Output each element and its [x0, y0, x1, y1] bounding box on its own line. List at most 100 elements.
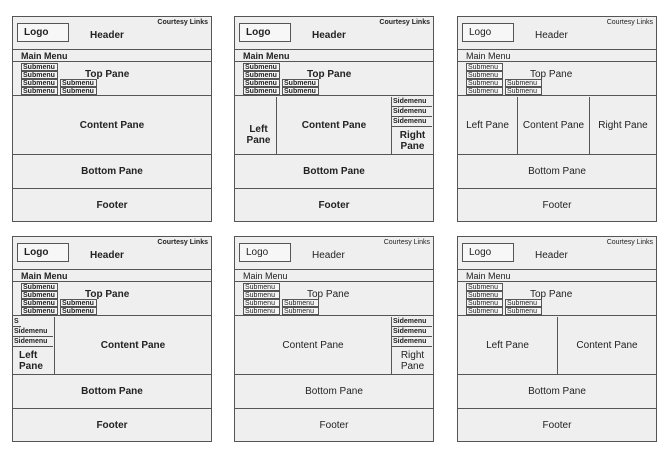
submenu-item: Submenu — [505, 87, 542, 95]
main-menu: Main Menu — [458, 50, 656, 62]
bottom-pane: Bottom Pane — [458, 375, 656, 409]
left-pane: Left Pane — [235, 97, 277, 155]
submenu-item: Submenu — [282, 87, 319, 95]
main-menu: Main Menu — [235, 50, 433, 62]
sidemenu-item: Sidemenu — [392, 97, 432, 107]
right-pane: Right Pane — [399, 129, 426, 152]
submenu-item: Submenu — [21, 299, 58, 307]
header-label: Header — [312, 30, 346, 41]
submenu-item: Submenu — [466, 79, 503, 87]
submenu-item: Submenu — [21, 307, 58, 315]
courtesy-links: Courtesy Links — [379, 19, 430, 26]
submenu-item: Submenu — [21, 71, 58, 79]
main-menu: Main Menu — [458, 270, 656, 282]
header-label: Header — [535, 250, 568, 261]
main-menu: Main Menu — [13, 270, 211, 282]
logo-box: Logo — [239, 243, 291, 262]
right-pane: Right Pane — [400, 349, 425, 372]
header-region: Logo Header Courtesy Links — [13, 17, 211, 50]
footer: Footer — [542, 419, 572, 431]
main-menu: Main Menu — [13, 50, 211, 62]
submenu-item: Submenu — [21, 79, 58, 87]
logo-box: Logo — [17, 23, 69, 42]
submenu-item: Submenu — [505, 307, 542, 315]
submenu-item: Submenu — [466, 299, 503, 307]
submenu-item: Submenu — [21, 63, 58, 71]
bottom-pane: Bottom Pane — [13, 155, 211, 189]
submenu-item: Submenu — [243, 291, 280, 299]
header-label: Header — [90, 250, 124, 261]
header-region: Logo Header Courtesy Links — [458, 17, 656, 50]
wireframe-1: Logo Header Courtesy Links Main Menu Sub… — [12, 16, 212, 222]
submenu-item: Submenu — [505, 299, 542, 307]
courtesy-links: Courtesy Links — [606, 239, 653, 246]
courtesy-links: Courtesy Links — [157, 239, 208, 246]
footer: Footer — [318, 199, 350, 211]
logo-box: Logo — [239, 23, 291, 42]
submenu-item: Submenu — [466, 307, 503, 315]
submenu-item: Submenu — [466, 63, 503, 71]
sidemenu-item: Sidemenu — [392, 327, 432, 337]
left-pane: Left Pane — [458, 317, 558, 375]
submenu-item: Submenu — [282, 79, 319, 87]
submenu-item: Submenu — [243, 299, 280, 307]
content-pane: Content Pane — [558, 317, 656, 375]
submenu-item: Submenu — [60, 87, 97, 95]
top-pane: Submenu Submenu Submenu Submenu Submenu … — [235, 282, 433, 316]
submenu-item: Submenu — [243, 87, 280, 95]
top-pane-label: Top Pane — [85, 289, 130, 300]
top-pane: Submenu Submenu Submenu Submenu Submenu … — [458, 282, 656, 316]
top-pane: Submenu Submenu Submenu Submenu Submenu … — [13, 282, 211, 316]
content-pane: Content Pane — [277, 97, 391, 155]
wireframe-2: Logo Header Courtesy Links Main Menu Sub… — [234, 16, 434, 222]
sidemenu-item: Sidemenu — [392, 317, 432, 327]
submenu-item: Submenu — [505, 79, 542, 87]
header-label: Header — [312, 250, 345, 261]
right-pane: Right Pane — [590, 97, 656, 155]
footer: Footer — [96, 199, 128, 211]
top-pane: Submenu Submenu Submenu Submenu Submenu … — [458, 62, 656, 96]
top-pane-label: Top Pane — [85, 69, 130, 80]
header-label: Header — [535, 30, 568, 41]
logo-box: Logo — [462, 243, 514, 262]
content-pane: Content Pane — [13, 97, 211, 155]
submenu-item: Submenu — [466, 283, 503, 291]
content-pane: Content Pane — [55, 317, 211, 375]
right-column: Sidemenu Sidemenu Sidemenu Right Pane — [391, 97, 433, 155]
sidemenu-item: Sidemenu — [392, 337, 432, 347]
wireframe-6: Logo Header Courtesy Links Main Menu Sub… — [457, 236, 657, 442]
right-column: Sidemenu Sidemenu Sidemenu Right Pane — [391, 317, 433, 375]
courtesy-links: Courtesy Links — [383, 239, 430, 246]
top-pane: Submenu Submenu Submenu Submenu Submenu … — [13, 62, 211, 96]
sidemenu-item: Sidemenu — [392, 107, 432, 117]
courtesy-links: Courtesy Links — [606, 19, 653, 26]
submenu-item: Submenu — [21, 87, 58, 95]
top-pane-label: Top Pane — [307, 289, 350, 300]
submenu-item: Submenu — [243, 283, 280, 291]
submenu-item: Submenu — [60, 307, 97, 315]
submenu-item: Submenu — [466, 71, 503, 79]
submenu-item: Submenu — [282, 299, 319, 307]
bottom-pane: Bottom Pane — [13, 375, 211, 409]
footer: Footer — [96, 419, 128, 431]
sidemenu-item: S — [13, 317, 21, 327]
left-column: S Sidemenu Sidemenu Left Pane — [13, 317, 55, 375]
submenu-item: Submenu — [243, 307, 280, 315]
main-menu: Main Menu — [235, 270, 433, 282]
footer: Footer — [542, 199, 572, 211]
submenu-item: Submenu — [282, 307, 319, 315]
content-pane: Content Pane — [518, 97, 590, 155]
wireframe-5: Logo Header Courtesy Links Main Menu Sub… — [234, 236, 434, 442]
bottom-pane: Bottom Pane — [235, 155, 433, 189]
logo-box: Logo — [17, 243, 69, 262]
sidemenu-item: Sidemenu — [392, 117, 432, 127]
logo-box: Logo — [462, 23, 514, 42]
left-pane: Left Pane — [458, 97, 518, 155]
submenu-item: Submenu — [21, 291, 58, 299]
submenu-item: Submenu — [466, 87, 503, 95]
header-region: Logo Header Courtesy Links — [235, 237, 433, 270]
top-pane: Submenu Submenu Submenu Submenu Submenu … — [235, 62, 433, 96]
header-region: Logo Header Courtesy Links — [13, 237, 211, 270]
footer: Footer — [319, 419, 349, 431]
submenu-item: Submenu — [60, 79, 97, 87]
